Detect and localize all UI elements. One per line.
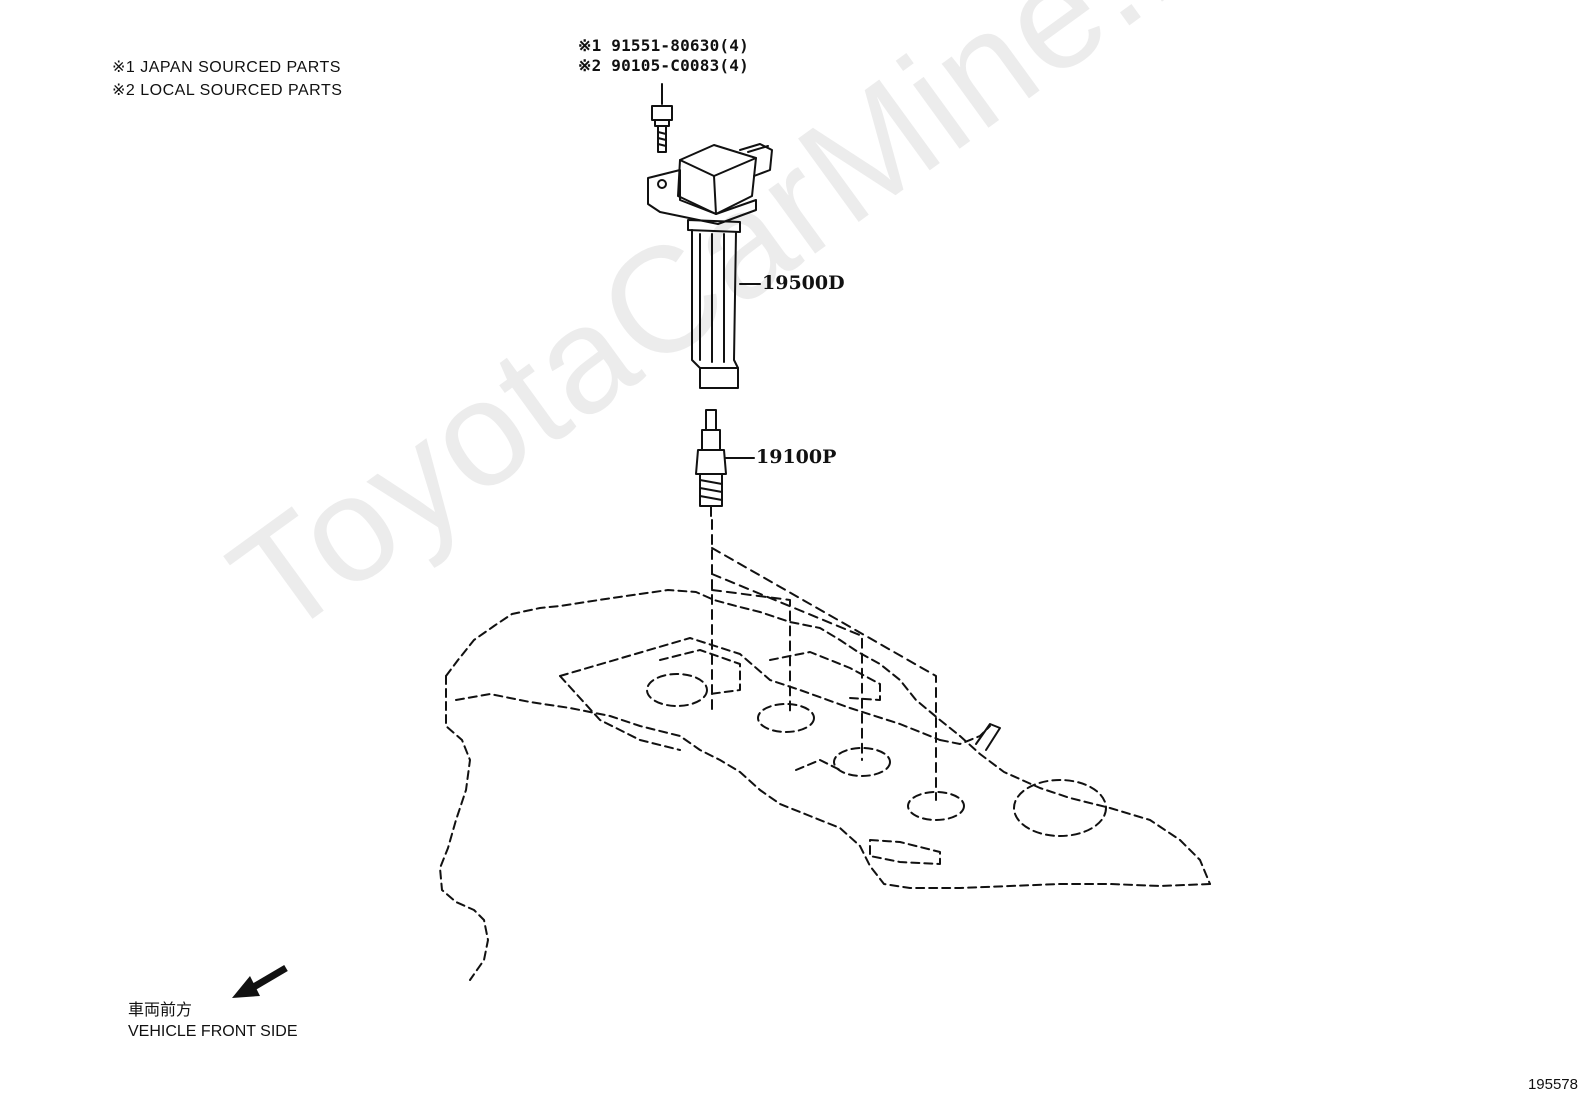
bolt-part-numbers: ※1 91551-80630(4) ※2 90105-C0083(4) [578,36,749,76]
installation-guide-lines [711,519,937,801]
cylinder-head-cover [439,589,1211,981]
front-direction-arrow-icon [232,964,288,998]
bolt-part-local[interactable]: ※2 90105-C0083(4) [578,56,749,75]
legend-japan-sourced: ※1 JAPAN SOURCED PARTS [112,59,341,76]
front-indicator: 車両前方 VEHICLE FRONT SIDE [128,1000,298,1042]
diagram-number: 195578 [1527,1076,1578,1093]
front-indicator-japanese: 車両前方 [128,1002,193,1019]
front-indicator-english: VEHICLE FRONT SIDE [128,1023,298,1040]
ignition-coil-label[interactable]: 19500D [762,272,845,294]
sourcing-legend: ※1 JAPAN SOURCED PARTS ※2 LOCAL SOURCED … [112,56,342,102]
bolt-part-japan[interactable]: ※1 91551-80630(4) [578,36,749,55]
spark-plug-icon [695,409,727,517]
ignition-coil-icon [647,143,773,389]
bolt-icon [651,83,673,153]
breather-pipe [975,723,1001,751]
spark-plug-label[interactable]: 19100P [756,446,837,468]
legend-local-sourced: ※2 LOCAL SOURCED PARTS [112,82,343,99]
